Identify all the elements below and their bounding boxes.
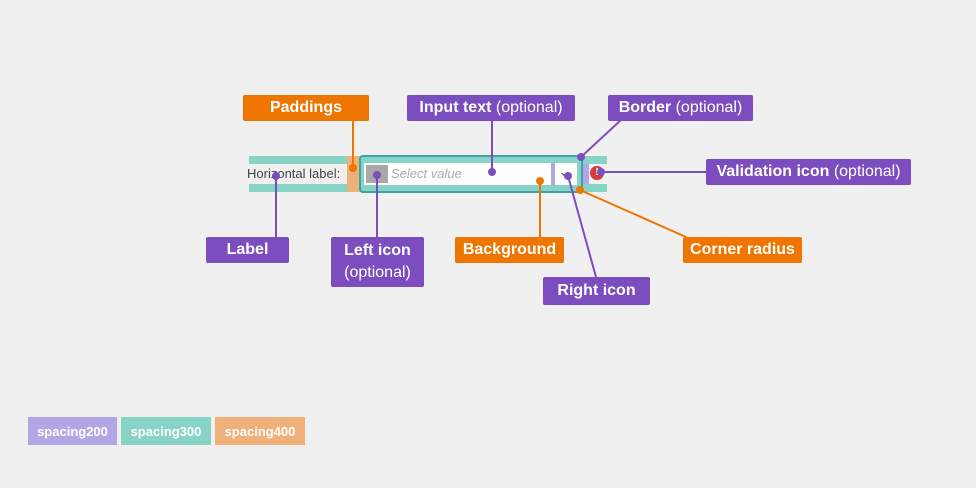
border-dot bbox=[577, 153, 585, 161]
callout-left-icon: Left icon (optional) bbox=[331, 237, 424, 287]
callout-corner-radius-text: Corner radius bbox=[690, 241, 795, 258]
input-placeholder[interactable]: Select value bbox=[391, 166, 462, 181]
callout-label-text: Label bbox=[226, 241, 269, 258]
validation-dot bbox=[597, 168, 605, 176]
callout-paddings-text: Paddings bbox=[269, 99, 342, 116]
field-label: Horizontal label: bbox=[247, 166, 341, 181]
validation-spacer bbox=[583, 164, 589, 184]
callout-left-icon-text: Left icon bbox=[344, 242, 411, 259]
callout-label: Label bbox=[206, 237, 289, 263]
padding-block bbox=[347, 156, 359, 192]
callout-background-text: Background bbox=[462, 241, 557, 258]
callout-background: Background bbox=[455, 237, 564, 263]
legend-spacing300: spacing300 bbox=[121, 417, 211, 445]
callout-border: Border (optional) bbox=[608, 95, 753, 121]
right-icon-leader bbox=[567, 175, 597, 278]
legend-spacing400: spacing400 bbox=[215, 417, 305, 445]
callout-validation-icon-text: Validation icon bbox=[716, 163, 830, 180]
corner-radius-dot bbox=[576, 186, 584, 194]
callout-validation-icon-optional: (optional) bbox=[833, 163, 901, 180]
corner-radius-leader bbox=[579, 189, 687, 238]
callout-input-text-optional: (optional) bbox=[495, 99, 563, 116]
right-icon-dot bbox=[564, 172, 572, 180]
callout-border-optional: (optional) bbox=[675, 99, 743, 116]
chevron-down-icon[interactable]: ⌄ bbox=[558, 163, 570, 179]
left-icon-dot bbox=[373, 171, 381, 179]
legend-spacing400-label: spacing400 bbox=[224, 423, 296, 439]
callout-right-icon: Right icon bbox=[543, 277, 650, 305]
input-text-dot bbox=[488, 168, 496, 176]
callout-validation-icon: Validation icon (optional) bbox=[706, 159, 911, 185]
callout-right-icon-text: Right icon bbox=[557, 282, 636, 299]
paddings-dot bbox=[349, 164, 357, 172]
label-dot bbox=[272, 172, 280, 180]
border-leader bbox=[580, 119, 622, 158]
callout-input-text-text: Input text bbox=[419, 99, 492, 116]
callout-corner-radius: Corner radius bbox=[683, 237, 802, 263]
right-icon-spacer bbox=[551, 163, 555, 185]
legend-spacing200-label: spacing200 bbox=[37, 423, 108, 439]
legend-spacing300-label: spacing300 bbox=[130, 423, 202, 439]
callout-paddings: Paddings bbox=[243, 95, 369, 121]
callout-border-text: Border bbox=[618, 99, 672, 116]
background-dot bbox=[536, 177, 544, 185]
callout-left-icon-optional: (optional) bbox=[344, 264, 411, 281]
input-background bbox=[364, 163, 577, 185]
callout-input-text: Input text (optional) bbox=[407, 95, 575, 121]
legend-spacing200: spacing200 bbox=[28, 417, 117, 445]
